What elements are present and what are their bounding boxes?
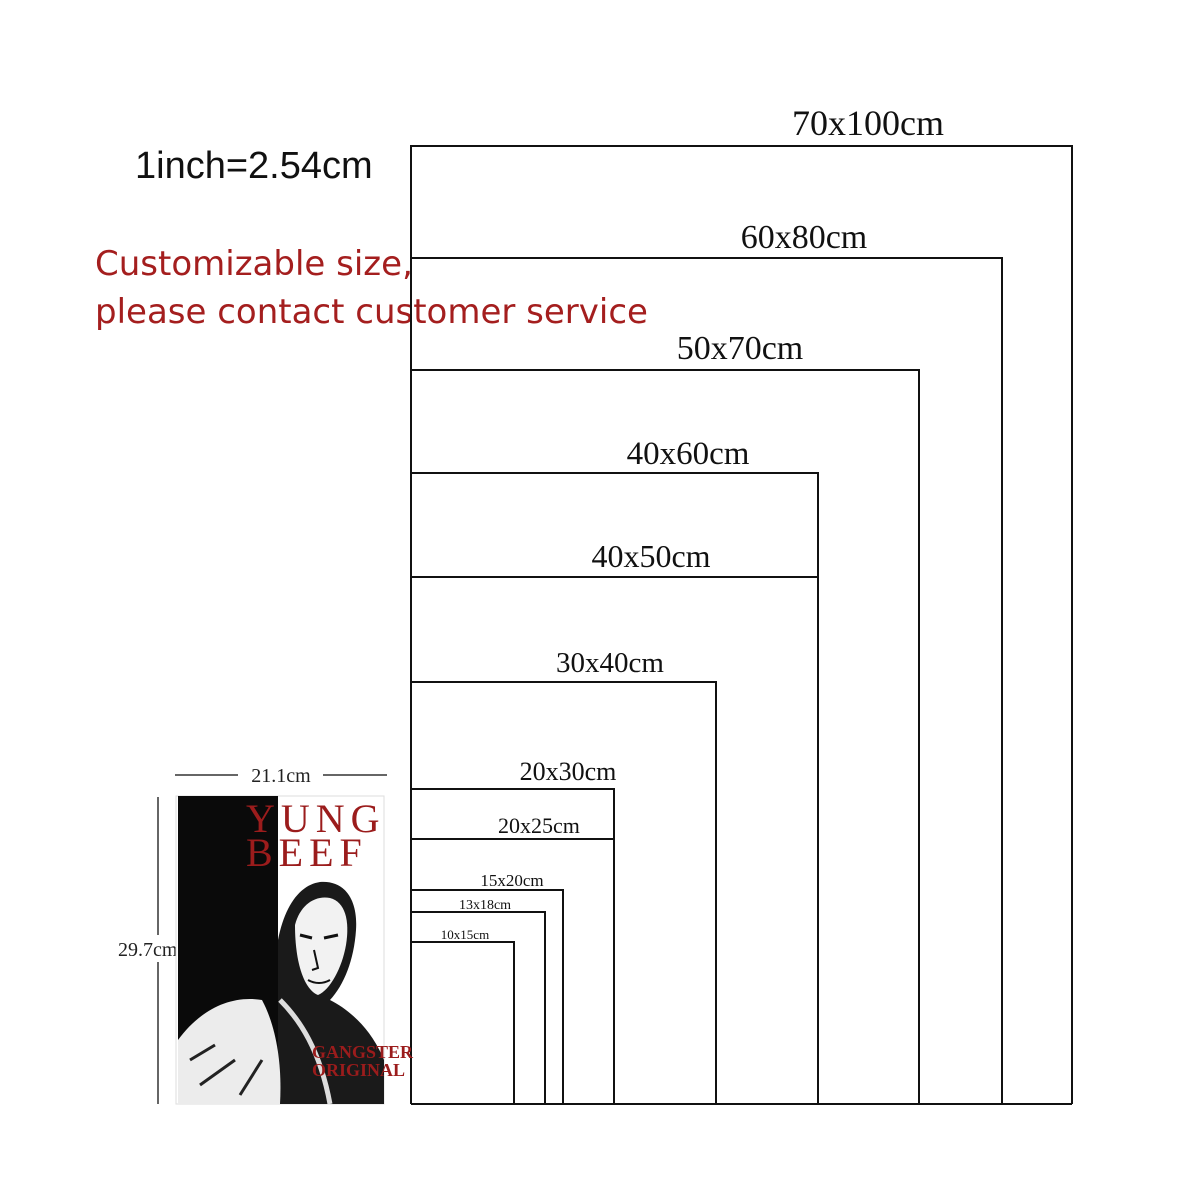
frame-20x30: [411, 788, 615, 1104]
reference-poster: YUNG BEEF GANGSTER ORIGINAL: [175, 795, 414, 1105]
frame-15x20: [411, 889, 564, 1104]
frame-40x60: [411, 472, 819, 1104]
poster-width-label: 21.1cm: [251, 765, 311, 787]
custom-size-note-line2: please contact customer service: [95, 292, 648, 332]
size-label-60x80: 60x80cm: [741, 219, 868, 256]
poster-title-line1: YUNG: [246, 796, 386, 841]
frame-13x18: [411, 911, 546, 1104]
frame-10x15: [411, 941, 515, 1104]
custom-size-note-line1: Customizable size,: [95, 244, 413, 284]
poster-title-line2: BEEF: [246, 830, 368, 875]
poster-height-label: 29.7cm: [118, 939, 178, 961]
size-label-30x40: 30x40cm: [556, 647, 664, 679]
size-label-15x20: 15x20cm: [480, 871, 543, 890]
conversion-text: 1inch=2.54cm: [135, 145, 373, 187]
frame-60x80: [411, 257, 1003, 1104]
poster-subtitle-line1: GANGSTER: [312, 1042, 414, 1062]
size-label-50x70: 50x70cm: [677, 330, 804, 367]
frame-30x40: [411, 681, 717, 1104]
size-label-20x25: 20x25cm: [498, 813, 580, 838]
size-label-13x18: 13x18cm: [459, 898, 511, 913]
frame-70x100: [410, 145, 1073, 1104]
size-label-40x50: 40x50cm: [591, 538, 710, 574]
size-label-40x60: 40x60cm: [627, 436, 750, 472]
poster-subtitle-line2: ORIGINAL: [312, 1060, 405, 1080]
size-frames: [410, 145, 1073, 1105]
size-labels: 70x100cm 60x80cm 50x70cm 40x60cm 40x50cm…: [441, 103, 944, 942]
poster-portrait-image: [178, 881, 384, 1105]
size-label-70x100: 70x100cm: [792, 103, 944, 143]
poster-dimensions: 21.1cm 29.7cm: [118, 765, 387, 1104]
size-label-10x15: 10x15cm: [441, 927, 489, 942]
size-label-20x30: 20x30cm: [520, 757, 617, 786]
frame-50x70: [411, 369, 920, 1104]
